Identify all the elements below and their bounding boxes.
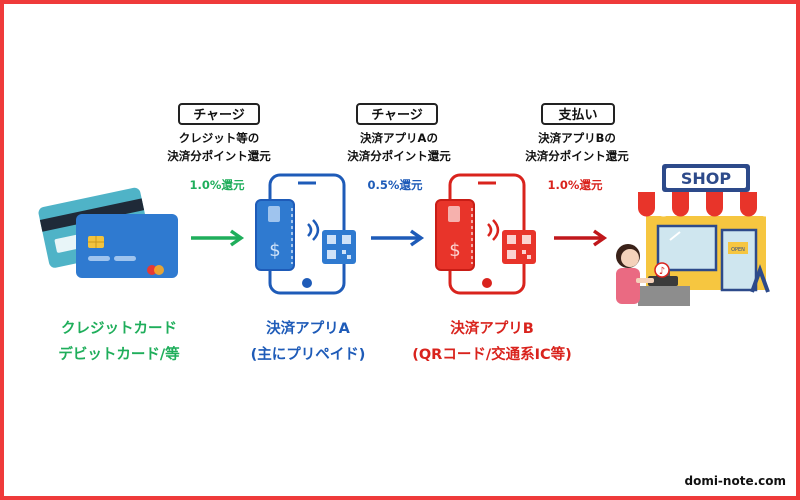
door-open-sign: OPEN [731,247,745,253]
payment-app-a-phone-icon: $ [255,173,356,295]
svg-text:♪: ♪ [659,266,665,277]
step3-rate: 1.0%還元 [547,178,603,192]
shop-sign-text: SHOP [681,169,732,188]
step2-tag: チャージ [356,103,438,125]
step1-tag: チャージ [178,103,260,125]
arrow-right-blue-icon [371,229,425,247]
node-card-label-line1: クレジットカード [61,321,177,337]
svg-text:$: $ [269,240,280,261]
arrow-right-red-icon [554,229,608,247]
site-credit: domi-note.com [684,474,786,488]
step3-desc-line2: 決済分ポイント還元 [525,149,629,163]
step1-desc-line2: 決済分ポイント還元 [167,149,271,163]
step2-desc-line2: 決済分ポイント還元 [347,149,451,163]
step2-desc-line1: 決済アプリAの [360,131,438,145]
node-app-b-label-line1: 決済アプリB [450,321,534,337]
node-app-b-label-line2: (QRコード/交通系IC等) [412,347,572,363]
arrow-right-green-icon [191,229,245,247]
svg-text:$: $ [449,240,460,261]
step1-rate: 1.0%還元 [189,178,245,192]
node-card-label-line2: デビットカード/等 [58,347,180,363]
step3-desc-line1: 決済アプリBの [538,131,616,145]
node-app-a-label-line2: (主にプリペイド) [250,347,366,363]
credit-cards-icon [38,187,178,278]
node-app-a-label-line1: 決済アプリA [266,321,350,337]
step3-tag: 支払い [541,103,615,125]
shop-storefront-icon: SHOP OPEN ♪ [616,164,774,306]
payment-app-b-phone-icon: $ [435,173,536,295]
step1-desc-line1: クレジット等の [178,131,260,145]
step2-rate: 0.5%還元 [367,178,423,192]
